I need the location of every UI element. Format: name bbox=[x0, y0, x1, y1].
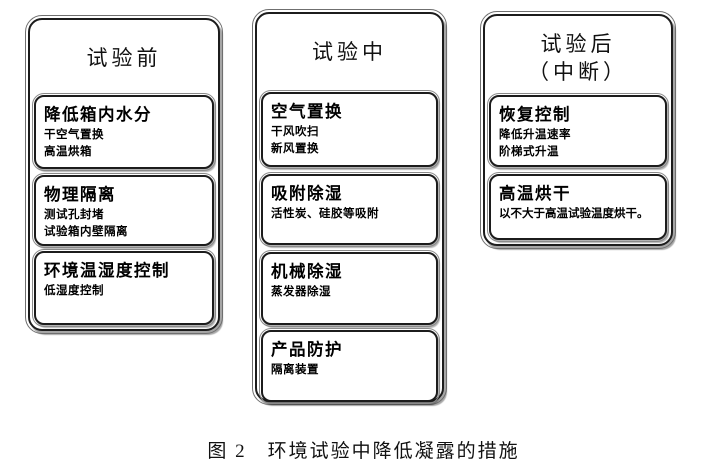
figure-caption: 图 2 环境试验中降低凝露的措施 bbox=[207, 441, 520, 462]
measure-heading: 物理隔离 bbox=[44, 186, 116, 204]
phase-title-line2: （中断） bbox=[528, 60, 628, 85]
measure-detail: 以不大于高温试验温度烘干。 bbox=[499, 208, 649, 220]
phase-column-before-test: 试验前 降低箱内水分 干空气置换 高温烘箱 物理隔离 测试孔封堵 试验箱内壁隔离… bbox=[25, 15, 223, 334]
measure-box: 空气置换 干风吹扫 新风置换 bbox=[259, 90, 440, 169]
measure-detail: 隔离装置 bbox=[271, 364, 319, 376]
measure-box: 产品防护 隔离装置 bbox=[259, 328, 440, 404]
measure-heading: 空气置换 bbox=[271, 103, 343, 121]
phase-title: 试验前 bbox=[86, 46, 162, 70]
measure-heading: 产品防护 bbox=[271, 341, 343, 359]
measure-detail: 试验箱内壁隔离 bbox=[44, 226, 128, 239]
measure-heading: 机械除湿 bbox=[271, 263, 343, 281]
phase-column-during-test: 试验中 空气置换 干风吹扫 新风置换 吸附除湿 活性炭、硅胶等吸附 机械除湿 蒸… bbox=[252, 9, 447, 405]
measure-box: 机械除湿 蒸发器除湿 bbox=[259, 250, 440, 327]
measure-detail: 新风置换 bbox=[271, 143, 319, 156]
measure-detail: 蒸发器除湿 bbox=[271, 286, 331, 298]
phase-column-after-test: 试验后 （中断） 恢复控制 降低升温速率 阶梯式升温 高温烘干 以不大于高温试验… bbox=[480, 11, 676, 249]
measure-detail: 降低升温速率 bbox=[499, 129, 571, 141]
measure-detail: 低湿度控制 bbox=[44, 285, 104, 297]
measure-detail: 干空气置换 bbox=[44, 129, 104, 141]
measure-heading: 降低箱内水分 bbox=[44, 106, 152, 124]
measure-heading: 恢复控制 bbox=[499, 106, 571, 124]
phase-title: 试验后 bbox=[540, 32, 616, 56]
measure-detail: 阶梯式升温 bbox=[499, 146, 559, 159]
measure-box: 物理隔离 测试孔封堵 试验箱内壁隔离 bbox=[32, 173, 216, 248]
measure-detail: 测试孔封堵 bbox=[44, 209, 104, 221]
measure-heading: 高温烘干 bbox=[499, 185, 571, 203]
measure-box: 环境温湿度控制 低湿度控制 bbox=[32, 249, 216, 327]
measure-box: 高温烘干 以不大于高温试验温度烘干。 bbox=[487, 172, 669, 242]
measure-detail: 干风吹扫 bbox=[271, 126, 319, 138]
measure-box: 降低箱内水分 干空气置换 高温烘箱 bbox=[32, 93, 216, 171]
measure-heading: 环境温湿度控制 bbox=[44, 262, 170, 280]
measure-heading: 吸附除湿 bbox=[271, 185, 343, 203]
measure-box: 吸附除湿 活性炭、硅胶等吸附 bbox=[259, 172, 440, 247]
measure-detail: 活性炭、硅胶等吸附 bbox=[271, 208, 379, 220]
measure-box: 恢复控制 降低升温速率 阶梯式升温 bbox=[487, 93, 669, 169]
measure-detail: 高温烘箱 bbox=[44, 146, 92, 159]
phase-title: 试验中 bbox=[312, 40, 387, 64]
